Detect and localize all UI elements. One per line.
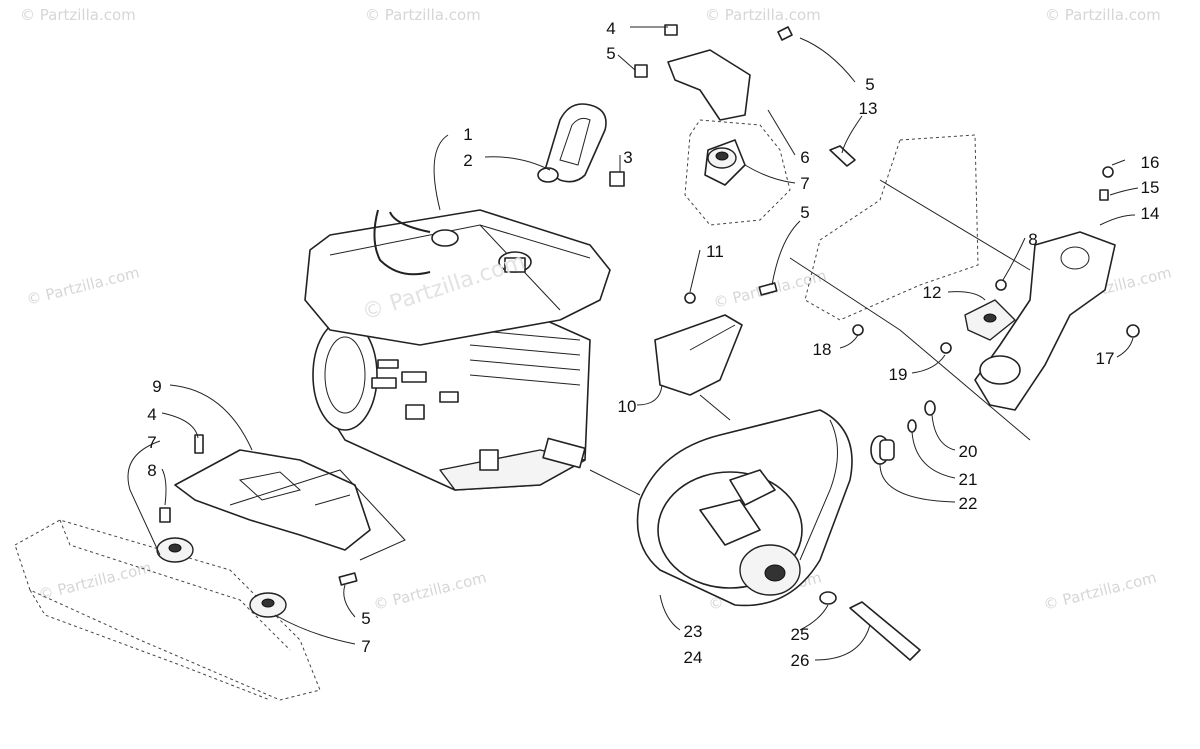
callout-4: 4 [606,19,615,38]
callout-23: 23 [684,622,703,641]
watermark: © Partzilla.com [20,6,136,24]
callout-8: 8 [147,461,156,480]
callout-5: 5 [800,203,809,222]
engine-base-plate [174,434,371,586]
rear-plate [804,134,979,321]
callout-7: 7 [361,637,370,656]
callout-13: 13 [859,99,878,118]
callout-21: 21 [959,470,978,489]
chassis-rail [14,507,321,701]
callout-11: 11 [706,242,724,261]
callout-17: 17 [1096,349,1115,368]
leader-lines [127,26,1139,661]
callout-18: 18 [813,340,832,359]
watermark: © Partzilla.com [705,6,821,24]
upper-mount-bracket [634,24,793,226]
callout-4: 4 [147,405,156,424]
watermark: © Partzilla.com [1045,6,1161,24]
drive-clutch [636,409,853,607]
choke-handle [537,103,625,187]
front-mount-bracket [654,282,778,396]
engine-assembly [304,209,611,491]
callout-22: 22 [959,494,978,513]
callout-24: 24 [684,648,703,667]
callout-20: 20 [959,442,978,461]
callout-12: 12 [923,283,942,302]
callout-7: 7 [147,433,156,452]
callout-2: 2 [463,151,472,170]
watermark: © Partzilla.com [25,263,142,308]
callout-25: 25 [791,625,810,644]
callout-7: 7 [800,174,809,193]
callout-5: 5 [865,75,874,94]
callout-3: 3 [623,148,632,167]
clutch-hardware [819,400,936,661]
callout-5: 5 [361,609,370,628]
callout-10: 10 [618,397,637,416]
callout-5: 5 [606,44,615,63]
watermark: © Partzilla.com [372,568,489,613]
watermark: © Partzilla.com [37,558,154,603]
watermark: © Partzilla.com [365,6,481,24]
callout-15: 15 [1141,178,1160,197]
callout-14: 14 [1141,204,1160,223]
jackshaft-bracket [852,166,1140,411]
callout-1: 1 [463,125,472,144]
callout-19: 19 [889,365,908,384]
callout-16: 16 [1141,153,1160,172]
callout-labels: 1 2 3 4 5 5 13 6 7 16 15 14 5 11 8 12 18… [147,19,1159,670]
callout-9: 9 [152,377,161,396]
callout-8: 8 [1028,230,1037,249]
callout-26: 26 [791,651,810,670]
watermark: © Partzilla.com [1042,568,1159,613]
callout-6: 6 [800,148,809,167]
